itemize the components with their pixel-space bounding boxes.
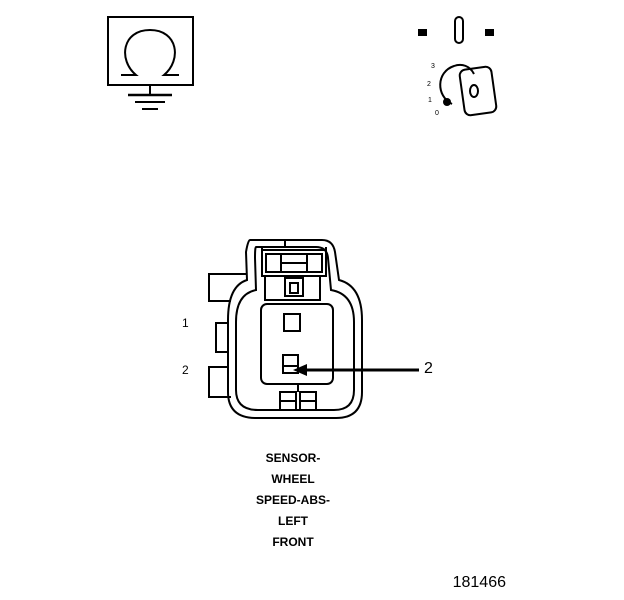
figure-number: 181466 bbox=[452, 574, 506, 591]
component-caption-line: SENSOR- bbox=[265, 451, 321, 465]
ignition-position-label: 2 bbox=[427, 81, 431, 88]
ignition-key-icon: 3 2 1 0 bbox=[418, 16, 498, 117]
component-caption-line: LEFT bbox=[278, 514, 308, 528]
connector-body bbox=[208, 239, 363, 419]
pin-1-label: 1 bbox=[182, 316, 189, 330]
component-caption-line: FRONT bbox=[272, 535, 314, 549]
ignition-position-label: 3 bbox=[431, 63, 435, 70]
pin-2-label: 2 bbox=[182, 363, 189, 377]
component-caption-line: WHEEL bbox=[271, 472, 315, 486]
ground-symbol-icon bbox=[107, 16, 194, 110]
component-caption-line: SPEED-ABS- bbox=[255, 493, 330, 507]
pin-2-pointer-arrow bbox=[293, 364, 419, 376]
ignition-position-label: 0 bbox=[435, 110, 439, 117]
callout-number: 2 bbox=[424, 360, 433, 377]
ignition-position-label: 1 bbox=[428, 97, 432, 104]
